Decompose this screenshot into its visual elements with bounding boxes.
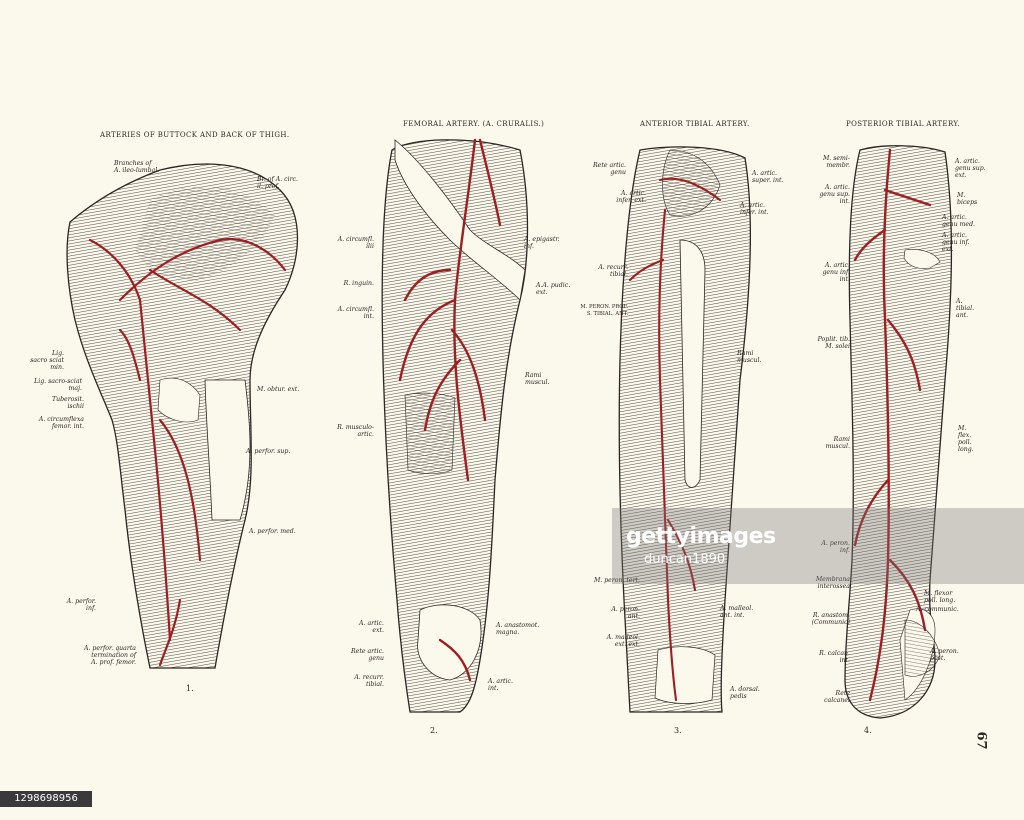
label: M. obtur. ext. — [257, 386, 300, 393]
page-number: 67 — [973, 731, 989, 750]
figure-3-title: ANTERIOR TIBIAL ARTERY. — [640, 120, 750, 128]
watermark-band — [612, 508, 1024, 584]
image-id-badge: 1298698956 — [0, 791, 92, 807]
label: A. epigastr. inf. — [524, 236, 560, 250]
label: A. malleol. ant. int. — [720, 605, 754, 619]
label: R. musculo- artic. — [337, 424, 374, 438]
label: M. flexor poll. long. — [924, 590, 956, 604]
label: M. PERON. PROF. S. TIBIAL. ANT. — [580, 304, 628, 317]
label: A. perfor. sup. — [246, 448, 291, 455]
label: M. semi- membr. — [822, 155, 850, 169]
label: A. recurr. tibial. — [598, 264, 628, 278]
label: A. circumflexa femor. int. — [38, 416, 84, 430]
label: M. flex. poll. long. — [958, 425, 974, 453]
label: Rami muscul. — [525, 372, 550, 386]
label: A. anastomot. magna. — [496, 622, 540, 636]
label: Br. of A. circ. il. prof. — [257, 176, 298, 190]
label: A. tibial. ant. — [956, 298, 975, 319]
label: A. perfor. med. — [249, 528, 296, 535]
label: A. perfor. inf. — [66, 598, 96, 612]
label: M. biceps — [957, 192, 978, 206]
watermark-logo: gettyimages — [626, 524, 776, 549]
figure-2-illustration — [381, 138, 529, 713]
label: A. artic. super. int. — [752, 170, 784, 184]
label: A. circumfl. int. — [337, 306, 374, 320]
label: A. artic. genu inf. ext. — [942, 232, 970, 253]
label: R. calcan. int. — [819, 650, 850, 664]
label: Lig. sacro sciat min. — [30, 350, 64, 371]
label: A. perfor. quarta termination of A. prof… — [84, 645, 136, 666]
figure-2-title: FEMORAL ARTERY. (A. Cruralis.) — [403, 120, 545, 128]
label: A. artic. genu sup. int. — [819, 184, 850, 205]
figure-3-number: 3. — [674, 726, 682, 735]
label: A. artic. infer. int. — [740, 202, 769, 216]
label: Poplit. tib. M. solei — [817, 336, 850, 350]
label: M. peron. tert. — [593, 577, 640, 584]
figure-4-illustration — [844, 145, 953, 719]
label: A. artic. int. — [488, 678, 513, 692]
label: A. artic. genu med. — [942, 214, 976, 228]
label: A. malleol. ext. ext. — [606, 634, 640, 648]
figure-1-title: ARTERIES OF BUTTOCK AND BACK OF THIGH. — [100, 131, 290, 139]
label: A. artic. genu inf. int. — [822, 262, 850, 283]
label: Rete artic. genu — [593, 162, 626, 176]
label: Tuberosit. ischii — [51, 396, 84, 410]
figure-1-illustration — [66, 163, 299, 669]
label: A. communic. — [916, 606, 959, 613]
label: A. artic. genu sup. ext. — [955, 158, 986, 179]
figure-3-illustration — [618, 146, 752, 713]
label: R. anastom. (Communic) — [811, 612, 850, 626]
label: A. artic. infer. ext. — [616, 190, 646, 204]
label: A. peron. inf. — [821, 540, 850, 554]
label: A. recurr. tibial. — [354, 674, 384, 688]
label: Rete artic. genu — [351, 648, 384, 662]
label: Rete calcanei — [824, 690, 850, 704]
figure-1-number: 1. — [186, 684, 194, 693]
label: A. artic. ext. — [359, 620, 384, 634]
label: Branches of A. ileo-lumbal. — [114, 160, 160, 174]
label: Lig. sacro-sciat maj. — [34, 378, 82, 392]
figure-2-number: 2. — [430, 726, 438, 735]
label: Rami muscul. — [825, 436, 850, 450]
label: Membrana interossea — [815, 576, 850, 590]
figure-4-number: 4. — [864, 726, 872, 735]
label: A. peron. ant. — [611, 606, 640, 620]
label: A. circumfl. ilii — [337, 236, 374, 250]
label: A. peron. post. — [930, 648, 959, 662]
label: R. inguin. — [343, 280, 374, 287]
label: Rami muscul. — [737, 350, 762, 364]
watermark-credit: duncan1890 — [644, 552, 726, 567]
figure-4-title: POSTERIOR TIBIAL ARTERY. — [846, 120, 961, 128]
label: A.A. pudic. ext. — [536, 282, 571, 296]
label: A. dorsal. pedis — [730, 686, 760, 700]
